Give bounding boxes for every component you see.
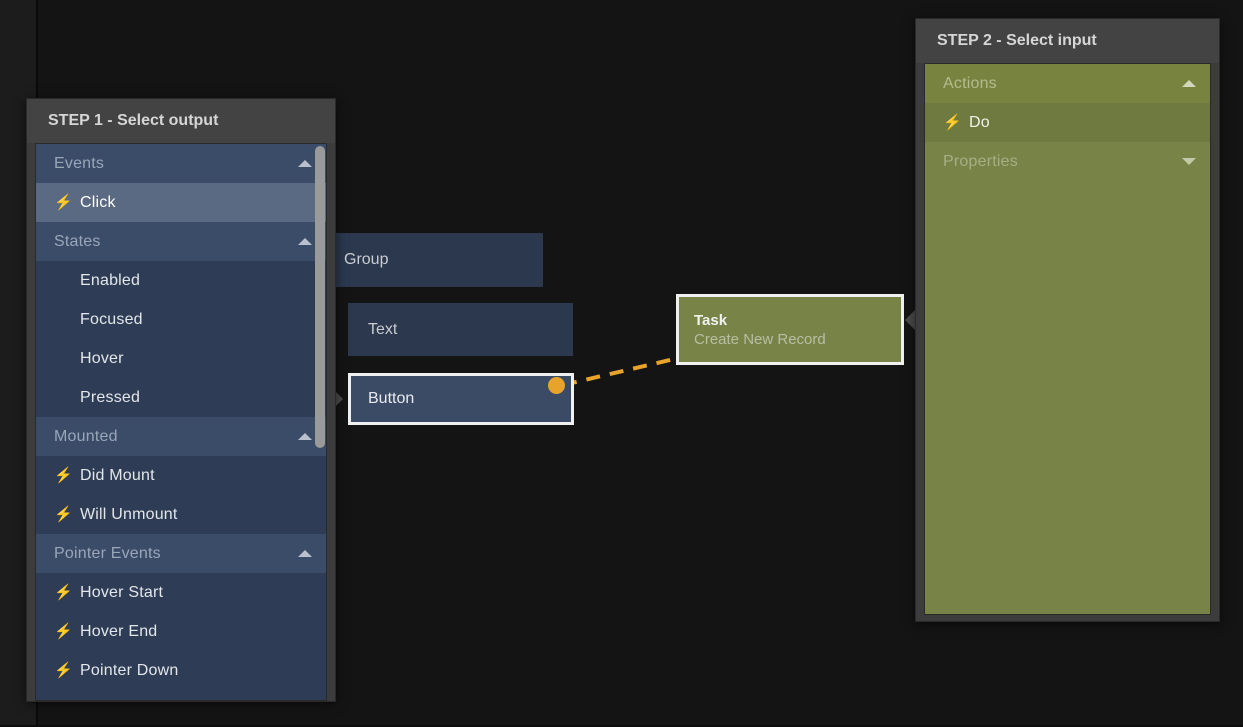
list-item-label: Did Mount bbox=[80, 466, 155, 484]
list-item-label: Focused bbox=[80, 310, 143, 328]
lightning-icon: ⚡ bbox=[54, 584, 73, 601]
list-item-label: Enabled bbox=[80, 271, 141, 289]
section-header-states[interactable]: States bbox=[36, 222, 326, 261]
section-header-actions[interactable]: Actions bbox=[925, 64, 1210, 103]
lightning-icon: ⚡ bbox=[54, 506, 73, 523]
list-item-pointer-down[interactable]: ⚡ Pointer Down bbox=[36, 651, 326, 690]
node-task[interactable]: Task Create New Record bbox=[676, 294, 904, 365]
list-item-label: Do bbox=[969, 113, 990, 131]
step1-panel-title: STEP 1 - Select output bbox=[27, 99, 335, 143]
section-header-events[interactable]: Events bbox=[36, 144, 326, 183]
list-item-hover-start[interactable]: ⚡ Hover Start bbox=[36, 573, 326, 612]
connection-source-port[interactable] bbox=[548, 377, 565, 394]
list-item-hover-end[interactable]: ⚡ Hover End bbox=[36, 612, 326, 651]
section-header-label: Actions bbox=[943, 74, 997, 92]
list-item-label: Will Unmount bbox=[80, 505, 178, 523]
section-header-pointer-events[interactable]: Pointer Events bbox=[36, 534, 326, 573]
chevron-down-icon[interactable] bbox=[1182, 158, 1196, 165]
list-item-label: Pressed bbox=[80, 388, 141, 406]
lightning-icon: ⚡ bbox=[54, 662, 73, 679]
list-item-did-mount[interactable]: ⚡ Did Mount bbox=[36, 456, 326, 495]
node-group-label: Group bbox=[344, 251, 389, 268]
node-text-label: Text bbox=[368, 320, 398, 338]
step2-panel-title: STEP 2 - Select input bbox=[916, 19, 1219, 63]
list-item-label: Hover End bbox=[80, 622, 158, 640]
section-header-label: States bbox=[54, 232, 101, 250]
list-item-will-unmount[interactable]: ⚡ Will Unmount bbox=[36, 495, 326, 534]
section-header-label: Events bbox=[54, 154, 105, 172]
chevron-up-icon[interactable] bbox=[298, 550, 312, 557]
section-header-label: Pointer Events bbox=[54, 544, 161, 562]
lightning-icon: ⚡ bbox=[54, 194, 73, 211]
step1-scrollbar[interactable] bbox=[314, 144, 326, 700]
list-item-label: Click bbox=[80, 193, 116, 211]
node-button-label: Button bbox=[368, 390, 415, 407]
step1-scrollbar-thumb[interactable] bbox=[315, 146, 325, 448]
node-task-subtitle: Create New Record bbox=[694, 330, 826, 348]
list-item-pressed[interactable]: Pressed bbox=[36, 378, 326, 417]
lightning-icon: ⚡ bbox=[943, 114, 962, 131]
chevron-up-icon[interactable] bbox=[1182, 80, 1196, 87]
chevron-up-icon[interactable] bbox=[298, 433, 312, 440]
list-item-hover[interactable]: Hover bbox=[36, 339, 326, 378]
list-item-enabled[interactable]: Enabled bbox=[36, 261, 326, 300]
list-item-label: Hover Start bbox=[80, 583, 164, 601]
list-item-click[interactable]: ⚡ Click bbox=[36, 183, 326, 222]
section-header-properties[interactable]: Properties bbox=[925, 142, 1210, 181]
section-header-label: Properties bbox=[943, 152, 1018, 170]
list-item-label: Pointer Down bbox=[80, 661, 179, 679]
node-button[interactable]: Button bbox=[348, 373, 574, 425]
lightning-icon: ⚡ bbox=[54, 467, 73, 484]
list-item-do[interactable]: ⚡ Do bbox=[925, 103, 1210, 142]
lightning-icon: ⚡ bbox=[54, 623, 73, 640]
chevron-up-icon[interactable] bbox=[298, 238, 312, 245]
canvas-bottom-divider bbox=[0, 725, 1243, 727]
node-group[interactable]: Group bbox=[324, 233, 543, 287]
section-header-label: Mounted bbox=[54, 427, 118, 445]
section-header-mounted[interactable]: Mounted bbox=[36, 417, 326, 456]
list-item-label: Hover bbox=[80, 349, 124, 367]
node-task-title: Task bbox=[694, 311, 728, 329]
list-item-focused[interactable]: Focused bbox=[36, 300, 326, 339]
chevron-up-icon[interactable] bbox=[298, 160, 312, 167]
node-text[interactable]: Text bbox=[348, 303, 573, 356]
